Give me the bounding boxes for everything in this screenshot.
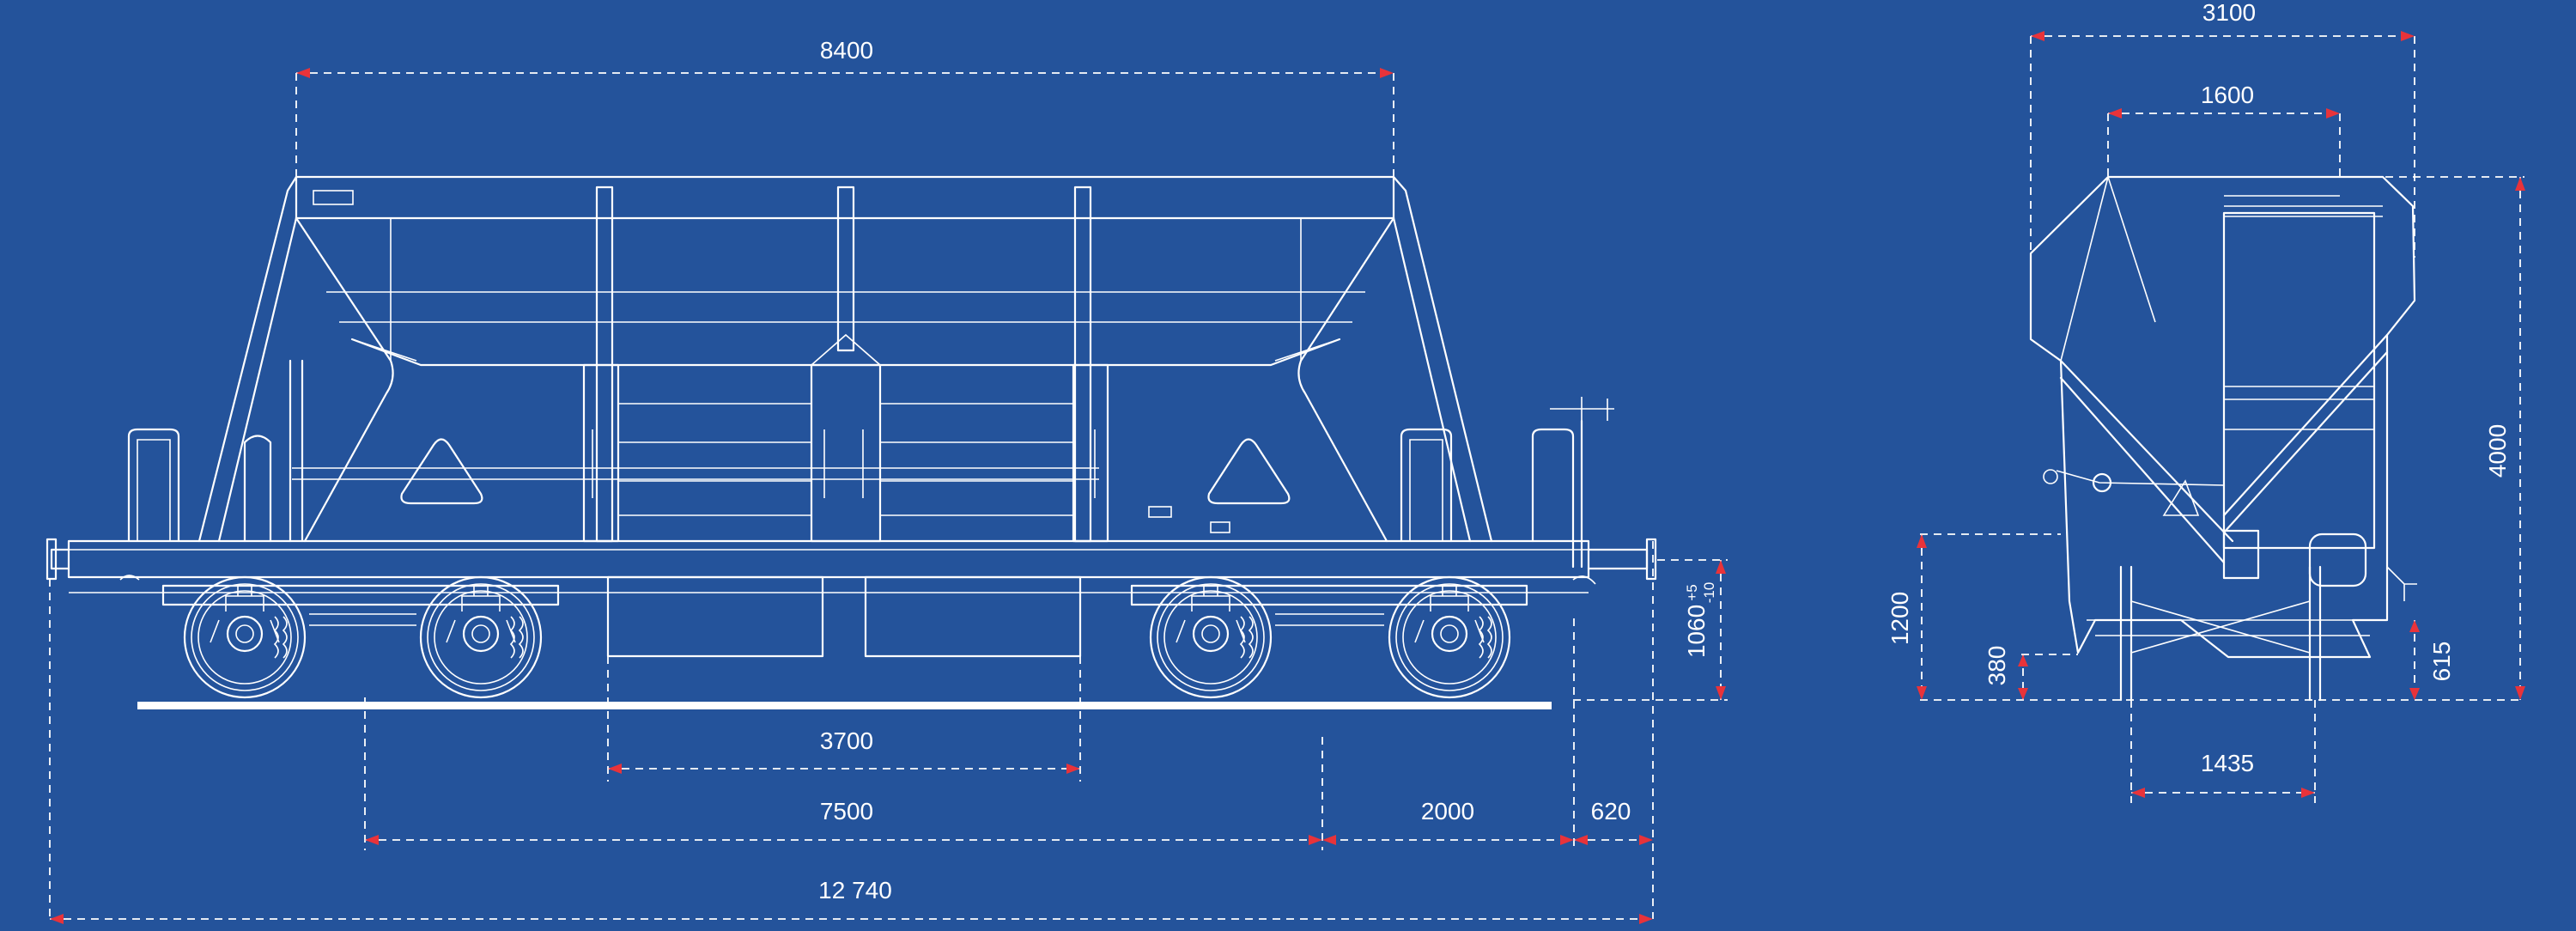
- side-view: 8400 3700 7500 2000 620: [46, 37, 1728, 924]
- dim-outlet-spacing: 3700: [820, 727, 873, 754]
- bogie-left: [161, 575, 560, 699]
- dim-buffer-height: 1060: [1683, 605, 1710, 658]
- dim-buffer-tol-plus: +5: [1684, 584, 1700, 600]
- dim-buffer-tol-minus: -10: [1701, 582, 1717, 604]
- dim-top-opening: 1600: [2201, 82, 2254, 108]
- dim-overall-width: 3100: [2202, 0, 2256, 26]
- dim-overhang: 2000: [1421, 798, 1474, 825]
- side-dimensions: 8400 3700 7500 2000 620: [49, 37, 1728, 924]
- bogie-right: [1130, 575, 1528, 699]
- end-body: [2029, 175, 2417, 702]
- dim-track-gauge: 1435: [2201, 750, 2254, 776]
- dim-buffer-length: 620: [1591, 798, 1631, 825]
- dim-step-height: 615: [2428, 642, 2455, 682]
- dim-length-over-buffers: 12 740: [818, 877, 892, 904]
- dim-bogie-centers: 7500: [820, 798, 873, 825]
- dim-hopper-length: 8400: [820, 37, 873, 64]
- end-dimensions: 3100 1600 4000 1200: [1886, 0, 2525, 803]
- dim-height: 4000: [2484, 424, 2511, 478]
- dim-platform-height: 1200: [1886, 592, 1913, 645]
- rail: [137, 702, 1552, 709]
- hopper-body: [119, 175, 1614, 585]
- dim-outlet-height: 380: [1984, 646, 2010, 686]
- end-view: 3100 1600 4000 1200: [1886, 0, 2525, 803]
